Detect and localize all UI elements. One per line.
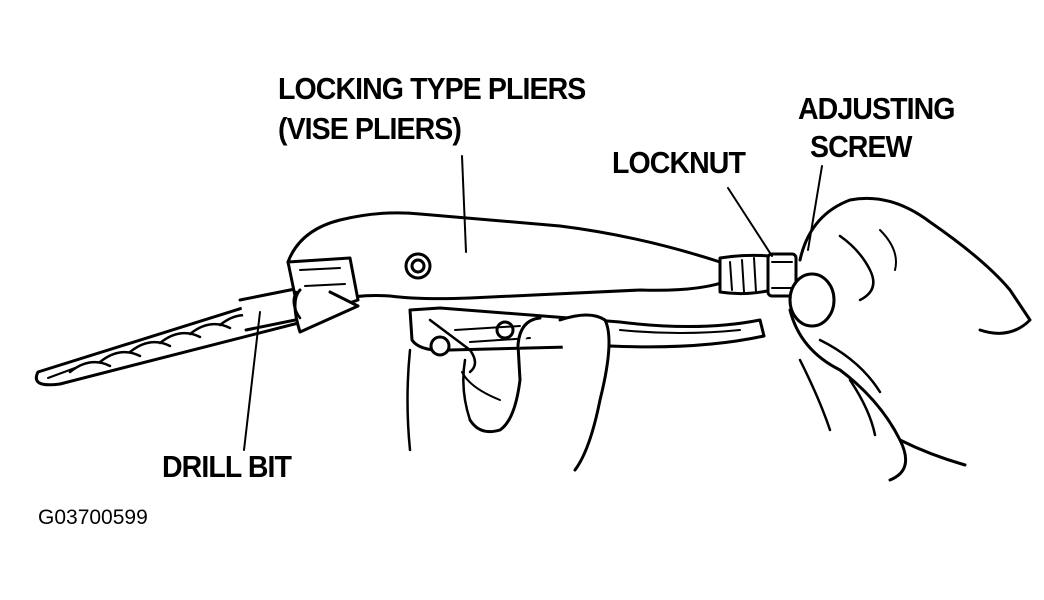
label-drill-bit: DRILL BIT [162,449,292,484]
label-adjusting-line2: SCREW [810,129,912,164]
label-adjusting-line1: ADJUSTING [798,91,955,126]
pliers-drawing [286,211,836,374]
label-locknut: LOCKNUT [612,145,746,180]
hand-drawing [406,196,1032,482]
label-pliers-line2: (VISE PLIERS) [278,111,462,146]
drill-bit-drawing [34,286,320,387]
leader-lines [243,155,823,451]
figure-code: G03700599 [38,506,148,529]
label-pliers-line1: LOCKING TYPE PLIERS [278,71,586,106]
